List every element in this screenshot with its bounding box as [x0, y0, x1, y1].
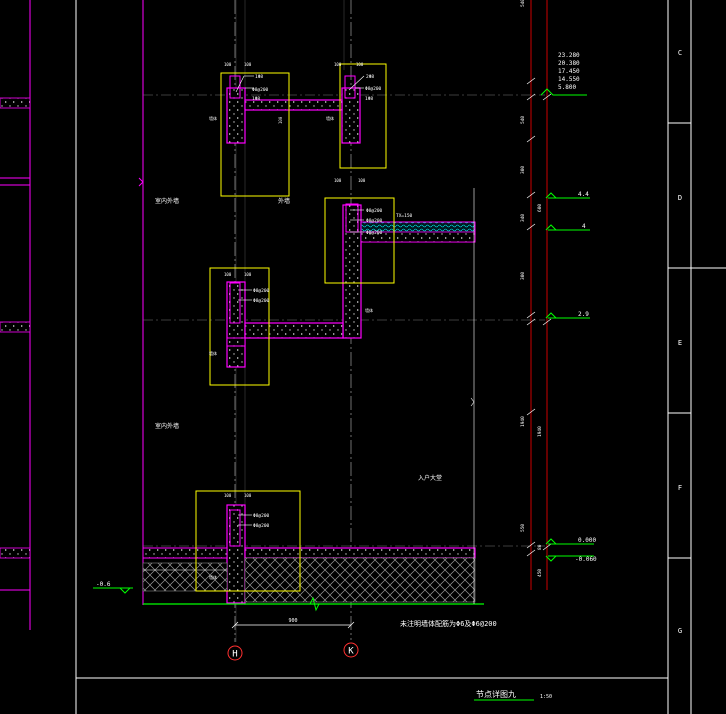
room-label: 室内外墙 — [155, 422, 179, 430]
elevation-value: 4.4 — [578, 191, 589, 198]
svg-text:100: 100 — [224, 272, 232, 277]
svg-text:900: 900 — [288, 618, 297, 624]
svg-text:100: 100 — [244, 272, 252, 277]
axis-dimension: 900 — [231, 618, 355, 629]
svg-text:450: 450 — [537, 569, 543, 577]
callout-text: Φ8@200 — [253, 523, 270, 529]
svg-text:540: 540 — [520, 0, 526, 7]
elevation-value: 2.9 — [578, 311, 589, 318]
elevation-value: 4 — [582, 223, 586, 230]
detail-box-5 — [195, 490, 301, 592]
svg-text:100: 100 — [244, 493, 252, 498]
drawing-title: 节点详图九 — [476, 689, 516, 699]
side-dimension-texts: 540 540 300 600 340 300 1940 1940 550 80… — [520, 0, 543, 577]
callout-text: Φ8@200 — [253, 513, 270, 519]
callout-text: TX=150 — [396, 213, 413, 219]
svg-text:墙体: 墙体 — [365, 307, 373, 313]
callout-text: 1Φ8 — [252, 96, 260, 102]
elevation-value: 5.800 — [558, 84, 576, 91]
detail-box-3 — [324, 197, 395, 284]
callout-text: Φ8@200 — [252, 87, 269, 93]
elevation-value: 23.280 — [558, 52, 580, 59]
svg-text:1940: 1940 — [520, 416, 526, 427]
svg-text:墙体: 墙体 — [209, 574, 217, 580]
callout-text: 2Φ8 — [366, 74, 374, 80]
svg-text:100: 100 — [224, 493, 232, 498]
elevation-stack: 23.280 20.380 17.450 14.550 5.800 — [558, 52, 580, 91]
elevation-labels: 4.4 4 2.9 0.000 -0.060 -0.6 — [96, 191, 597, 588]
elevation-value: 20.380 — [558, 60, 580, 67]
room-label: 室内外墙 — [155, 197, 179, 205]
svg-text:100: 100 — [334, 178, 342, 183]
detail-box-1 — [220, 72, 290, 197]
callout-text: 1Φ8 — [255, 74, 263, 80]
callout-text: Φ8@200 — [253, 288, 270, 294]
vertical-dimension-lines — [470, 0, 548, 604]
callout-text: Φ8@200 — [366, 230, 383, 236]
zone-letter: G — [678, 627, 682, 635]
dimension-ticks — [526, 77, 552, 557]
elevation-value: 17.450 — [558, 68, 580, 75]
callout-text: 1Φ8 — [365, 96, 373, 102]
structure-sections — [142, 75, 484, 612]
svg-text:550: 550 — [520, 524, 526, 532]
svg-text:80: 80 — [537, 544, 543, 550]
svg-text:300: 300 — [520, 272, 526, 280]
svg-text:100: 100 — [244, 62, 252, 67]
building-outline — [138, 0, 144, 605]
svg-text:1940: 1940 — [537, 426, 543, 437]
detail-box-2 — [339, 63, 387, 169]
detail-boxes — [195, 63, 395, 592]
svg-text:100: 100 — [278, 116, 283, 124]
svg-text:H: H — [232, 650, 237, 660]
zone-letter: E — [678, 339, 682, 347]
elevation-value: -0.6 — [96, 581, 111, 588]
axis-bubble-h: H — [227, 645, 243, 661]
adjacent-detail-left — [0, 0, 31, 630]
room-labels: 室内外墙 室内外墙 外墙 入户大堂 — [155, 197, 442, 482]
room-label: 入户大堂 — [418, 474, 442, 482]
callout-text: Φ8@200 — [365, 86, 382, 92]
svg-text:100: 100 — [356, 62, 364, 67]
room-label: 外墙 — [278, 197, 290, 205]
svg-text:100: 100 — [334, 62, 342, 67]
axis-bubble-k: K — [343, 642, 359, 658]
zone-letter: F — [678, 484, 682, 492]
zone-letters: C D E F G — [678, 49, 682, 635]
title-block: 节点详图九 1:50 — [474, 689, 552, 701]
drawing-frame — [75, 0, 726, 714]
svg-text:墙体: 墙体 — [209, 115, 217, 121]
elevation-value: 14.550 — [558, 76, 580, 83]
callout-text: Φ8@200 — [253, 298, 270, 304]
callout-text: Φ8@200 — [366, 208, 383, 214]
svg-text:600: 600 — [537, 204, 543, 212]
callouts: 1Φ8 Φ8@200 1Φ8 2Φ8 Φ8@200 1Φ8 Φ8@200 Φ8@… — [252, 74, 413, 529]
elevation-value: -0.060 — [575, 556, 597, 563]
callout-text: Φ8@200 — [366, 218, 383, 224]
svg-text:墙体: 墙体 — [326, 115, 334, 121]
svg-text:300: 300 — [520, 166, 526, 174]
drawing-scale: 1:50 — [540, 694, 552, 700]
level-marks — [93, 88, 594, 594]
zone-letter: D — [678, 194, 682, 202]
leader-lines — [235, 75, 365, 526]
general-note: 未注明墙体配筋为Φ6及Φ6@200 — [400, 619, 497, 628]
svg-text:100: 100 — [358, 178, 366, 183]
svg-text:墙体: 墙体 — [209, 350, 217, 356]
svg-text:100: 100 — [224, 62, 232, 67]
zone-letter: C — [678, 49, 682, 57]
section-marks: 100 100 100 100 100 100 100 100 100 100 墙体 墙体… — [209, 62, 373, 580]
svg-text:K: K — [348, 647, 354, 657]
svg-text:340: 340 — [520, 214, 526, 222]
elevation-value: 0.000 — [578, 537, 596, 544]
svg-text:540: 540 — [520, 116, 526, 124]
detail-box-4 — [209, 267, 270, 386]
